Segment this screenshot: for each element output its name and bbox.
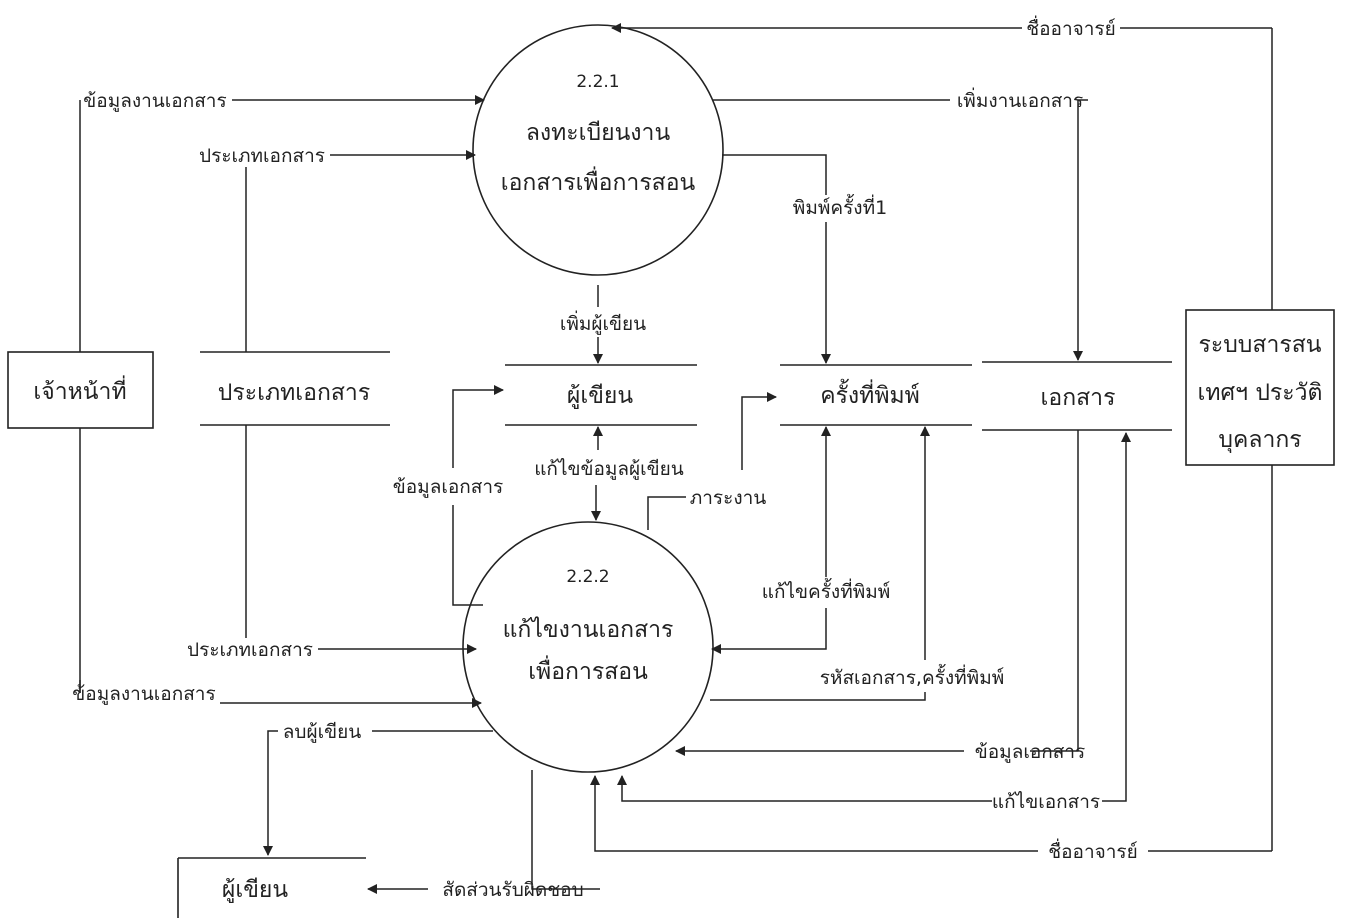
flow-delete-author-label: ลบผู้เขียน <box>283 721 361 743</box>
process-2-2-1: 2.2.1 ลงทะเบียนงาน เอกสารเพื่อการสอน <box>472 24 724 276</box>
flow-print1-a <box>722 154 827 195</box>
entity-staff: เจ้าหน้าที่ <box>7 351 154 429</box>
flow-workload-b <box>741 392 777 470</box>
process-2-2-2-title-line2: เพื่อการสอน <box>528 655 648 685</box>
flow-doc-data-left-label: ข้อมูลเอกสาร <box>393 476 503 498</box>
flow-responsibility-a <box>531 770 600 890</box>
flow-doc-code-a <box>710 692 926 701</box>
entity-hr-line1: ระบบสารสน <box>1199 332 1322 358</box>
flow-add-doc-b <box>1073 99 1088 361</box>
flow-delete-author-b <box>263 730 278 856</box>
process-2-2-1-title-line2: เอกสารเพื่อการสอน <box>501 166 696 196</box>
flow-print1-label: พิมพ์ครั้งที่1 <box>793 194 887 219</box>
flow-edit-author-label: แก้ไขข้อมูลผู้เขียน <box>534 458 684 480</box>
store-print-number-label: ครั้งที่พิมพ์ <box>820 379 920 409</box>
entity-hr-line3: บุคลากร <box>1218 427 1301 453</box>
flow-doc-data-right-a <box>1030 430 1079 752</box>
flow-workload-label: ภาระงาน <box>690 487 767 509</box>
flow-workload-a <box>647 496 686 530</box>
flow-doc-data-left-b <box>452 385 504 468</box>
store-document-type-label: ประเภทเอกสาร <box>218 380 370 406</box>
flow-add-doc-label: เพิ่มงานเอกสาร <box>957 87 1083 112</box>
process-2-2-2: 2.2.2 แก้ไขงานเอกสาร เพื่อการสอน <box>462 521 714 773</box>
flow-edit-doc-label: แก้ไขเอกสาร <box>992 791 1100 813</box>
flow-responsibility-label: สัดส่วนรับผิดชอบ <box>442 879 583 901</box>
store-author-bottom: ผู้เขียน <box>177 857 366 918</box>
store-author: ผู้เขียน <box>505 364 697 426</box>
flow-teacher-name-top-label: ชื่ออาจารย์ <box>1026 15 1116 40</box>
flow-doc-info-1-label: ข้อมูลงานเอกสาร <box>83 90 226 112</box>
store-author-bottom-label: ผู้เขียน <box>222 877 289 903</box>
entity-staff-label: เจ้าหน้าที่ <box>33 375 126 405</box>
flow-teacher-name-bottom-b <box>590 775 1038 852</box>
process-2-2-2-number: 2.2.2 <box>566 567 609 587</box>
store-print-number: ครั้งที่พิมพ์ <box>780 364 972 426</box>
flow-doc-type-2-label: ประเภทเอกสาร <box>187 639 313 661</box>
flow-doc-data-left-a <box>452 505 483 606</box>
flow-doc-data-right-label: ข้อมูลเอกสาร <box>975 741 1085 763</box>
flow-edit-doc-b <box>1102 432 1131 802</box>
flow-teacher-name-bottom-label: ชื่ออาจารย์ <box>1048 838 1138 863</box>
flow-doc-info-2-label: ข้อมูลงานเอกสาร <box>72 683 215 705</box>
process-2-2-2-title-line1: แก้ไขงานเอกสาร <box>503 616 674 643</box>
process-2-2-1-title-line1: ลงทะเบียนงาน <box>526 120 671 146</box>
flow-doc-type-1-label: ประเภทเอกสาร <box>199 145 325 167</box>
flow-doc-code-label: รหัสเอกสาร,ครั้งที่พิมพ์ <box>820 664 1005 689</box>
entity-hr-system: ระบบสารสน เทศฯ ประวัติ บุคลากร <box>1185 309 1335 466</box>
entity-hr-line2: เทศฯ ประวัติ <box>1197 380 1322 406</box>
store-document-label: เอกสาร <box>1041 385 1116 411</box>
flow-edit-print-down <box>711 608 827 654</box>
store-document-type: ประเภทเอกสาร <box>200 351 390 426</box>
process-2-2-1-number: 2.2.1 <box>576 72 619 92</box>
store-document: เอกสาร <box>982 361 1172 431</box>
flow-add-author-label: เพิ่มผู้เขียน <box>560 310 646 335</box>
flow-edit-doc-a <box>617 775 992 802</box>
flow-edit-print-label: แก้ไขครั้งที่พิมพ์ <box>762 578 891 603</box>
store-author-label: ผู้เขียน <box>567 383 634 409</box>
